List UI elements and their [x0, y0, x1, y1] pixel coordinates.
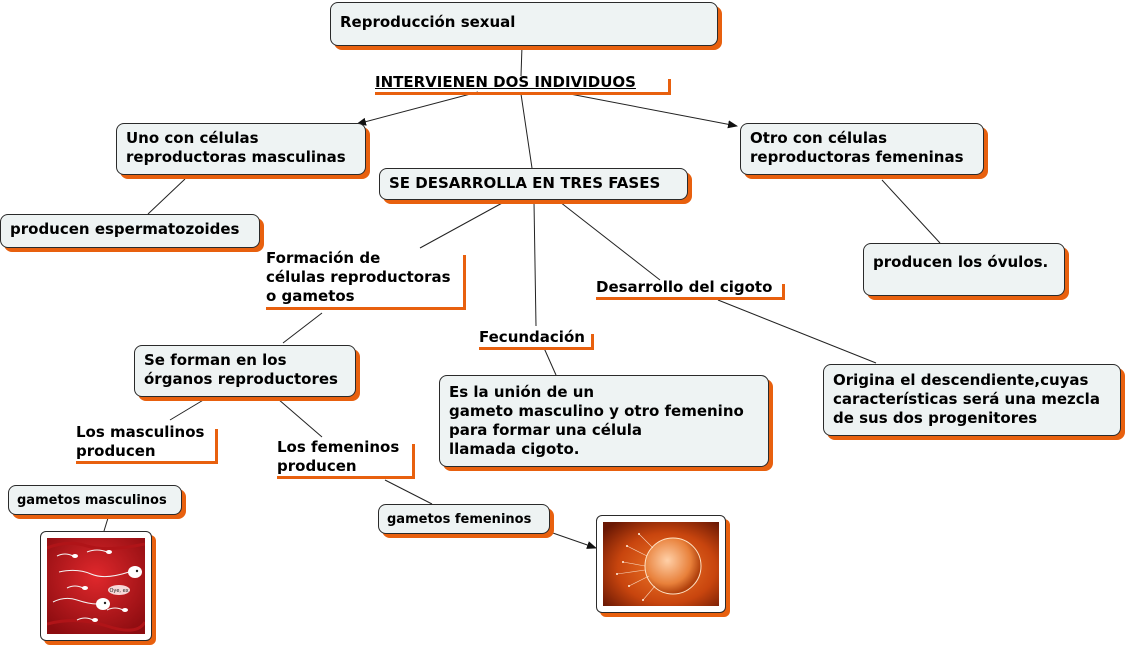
link-label-female: [570, 94, 737, 126]
male-gametes-node[interactable]: gametos masculinos: [8, 485, 182, 515]
root-node[interactable]: Reproducción sexual: [330, 2, 718, 46]
female-gametes-node[interactable]: gametos femeninos: [378, 504, 550, 534]
link-malegametes-image: [104, 518, 108, 531]
link-femalegametes-image: [550, 532, 596, 548]
male-cells-node[interactable]: Uno con células reproductoras masculinas: [116, 123, 366, 175]
link-phases-formation: [420, 202, 504, 248]
link-male-sperm: [148, 179, 185, 214]
three-phases-node[interactable]: SE DESARROLLA EN TRES FASES: [379, 168, 688, 200]
egg-image: [596, 515, 726, 613]
link-label-phases: [521, 94, 532, 168]
link-formation-organs: [283, 313, 322, 343]
female-cells-node[interactable]: Otro con células reproductoras femeninas: [740, 123, 984, 175]
link-female-ova: [882, 180, 940, 243]
link-phases-fecundation: [534, 202, 536, 326]
link-organs-males: [170, 399, 205, 420]
link-organs-females: [278, 399, 322, 437]
organs-node[interactable]: Se forman en los órganos reproductores: [134, 345, 356, 397]
males-produce-label: Los masculinos producen: [76, 423, 204, 461]
females-produce-label: Los femeninos producen: [277, 438, 399, 476]
link-females-gametes: [385, 480, 432, 504]
egg-illustration: [603, 522, 719, 606]
root-text: Reproducción sexual: [340, 13, 515, 31]
sperm-illustration: Oye, ex: [47, 538, 145, 634]
descendant-node[interactable]: Origina el descendiente,cuyas caracterís…: [823, 364, 1121, 436]
sperm-image: Oye, ex: [40, 531, 152, 641]
zygote-development-label: Desarrollo del cigoto: [596, 278, 772, 297]
link-zygote-descendant: [718, 300, 876, 363]
link-label-male: [357, 92, 478, 124]
two-individuals-label: INTERVIENEN DOS INDIVIDUOS: [375, 73, 636, 92]
link-phases-zygote: [560, 202, 660, 280]
fecundation-label: Fecundación: [479, 328, 585, 347]
ova-node[interactable]: producen los óvulos.: [863, 243, 1065, 296]
link-root-label: [521, 46, 522, 76]
fertilization-definition-node[interactable]: Es la unión de un gameto masculino y otr…: [439, 375, 769, 467]
sperm-node[interactable]: producen espermatozoides: [0, 214, 260, 248]
speech-bubble-text: Oye, ex: [109, 588, 128, 594]
gamete-formation-label: Formación de células reproductoras o gam…: [266, 249, 451, 306]
link-fecundation-def: [544, 348, 556, 375]
